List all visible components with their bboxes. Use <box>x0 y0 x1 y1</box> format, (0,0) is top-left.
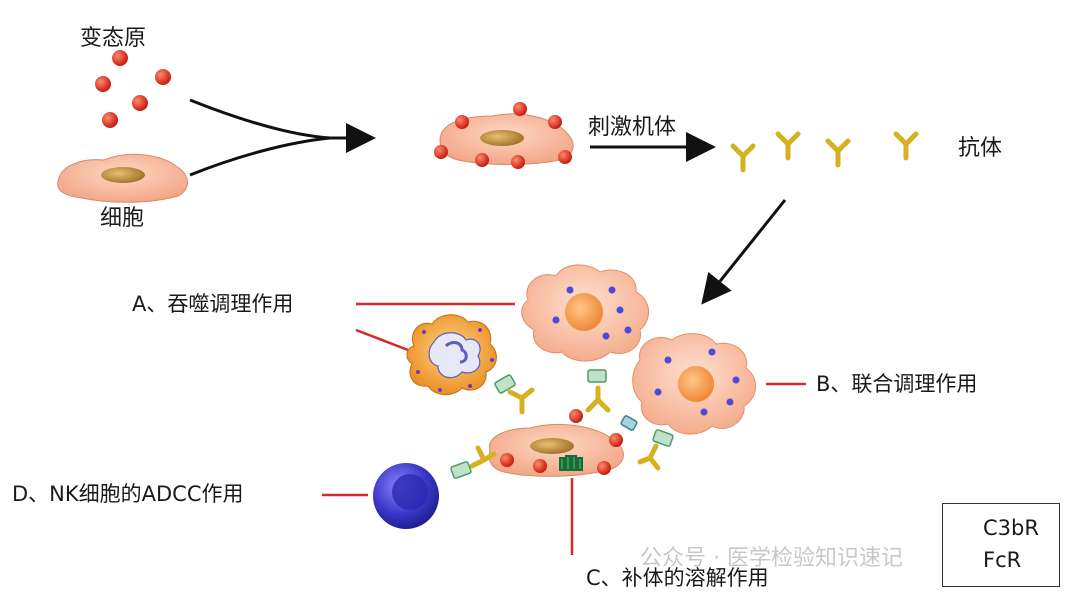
legend-label-fcr: FcR <box>983 548 1022 572</box>
legend-item-fcr: FcR <box>975 550 1021 571</box>
legend-box: C3bR FcR <box>942 503 1060 587</box>
allergen-particles <box>95 50 171 128</box>
target-cell <box>488 409 624 477</box>
label-a-phagocytic-opsonization: A、吞噬调理作用 <box>132 292 294 316</box>
label-b-combined-opsonization: B、联合调理作用 <box>816 372 978 396</box>
free-antibodies <box>730 131 919 173</box>
bound-antibodies <box>469 385 661 471</box>
diagonal-arrow <box>701 199 787 305</box>
neutrophil <box>406 314 497 395</box>
legend-item-c3br: C3bR <box>975 518 1039 539</box>
merge-arrows <box>189 98 376 177</box>
macrophage-top <box>521 264 649 362</box>
pointer-lines <box>322 302 806 555</box>
allergen-label: 变态原 <box>80 26 147 51</box>
stimulate-label: 刺激机体 <box>588 115 677 140</box>
legend-label-c3br: C3bR <box>983 516 1039 540</box>
fc-receptors <box>450 369 674 479</box>
macrophage-right <box>632 333 756 435</box>
antibody-label: 抗体 <box>958 136 1003 161</box>
label-c-complement-lysis: C、补体的溶解作用 <box>586 566 769 590</box>
antigen-coated-cell <box>434 102 574 169</box>
host-cell <box>57 153 188 203</box>
watermark: 公众号 · 医学检验知识速记 <box>640 546 903 571</box>
cell-label: 细胞 <box>100 206 145 231</box>
label-d-nk-adcc: D、NK细胞的ADCC作用 <box>12 482 244 506</box>
nk-cell <box>373 463 439 529</box>
